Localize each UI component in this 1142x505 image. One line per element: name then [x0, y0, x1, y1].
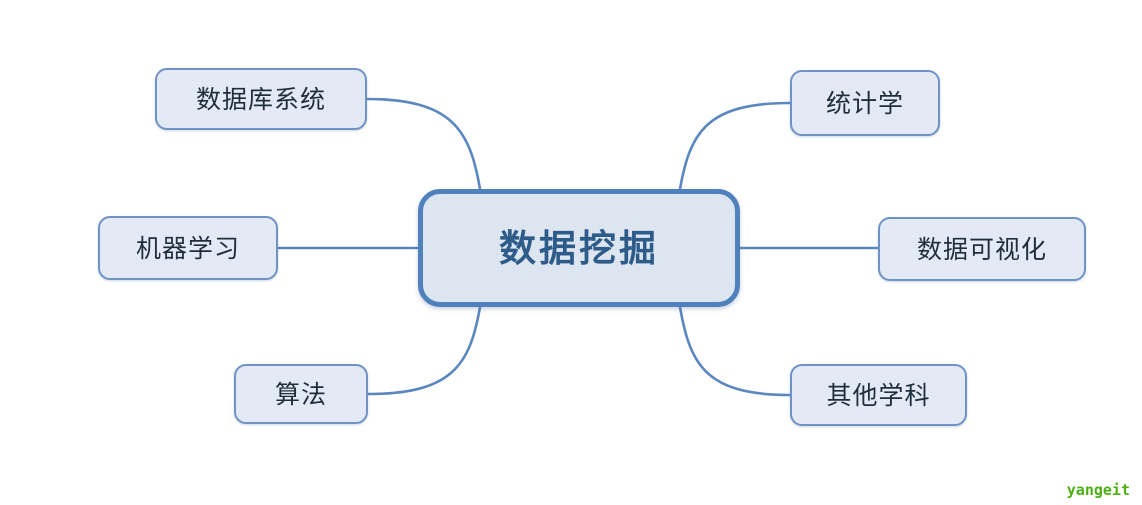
branch-node-stats-label: 统计学	[825, 88, 904, 118]
branch-node-database[interactable]: 数据库系统	[155, 68, 367, 130]
center-node[interactable]: 数据挖掘	[418, 189, 740, 307]
branch-node-ml[interactable]: 机器学习	[98, 216, 278, 280]
branch-node-algorithm-label: 算法	[274, 379, 327, 409]
branch-node-other[interactable]: 其他学科	[790, 364, 967, 426]
branch-node-other-label: 其他学科	[826, 380, 931, 410]
branch-node-database-label: 数据库系统	[195, 84, 326, 114]
connector-other	[678, 305, 792, 397]
watermark: yangeit	[1066, 481, 1130, 499]
connector-database	[365, 97, 482, 191]
branch-node-stats[interactable]: 统计学	[790, 70, 940, 136]
connector-stats	[678, 101, 792, 191]
connector-algorithm	[366, 305, 482, 396]
branch-node-visual[interactable]: 数据可视化	[878, 217, 1086, 281]
branch-node-ml-label: 机器学习	[135, 233, 240, 263]
branch-node-visual-label: 数据可视化	[916, 234, 1047, 264]
branch-node-algorithm[interactable]: 算法	[234, 364, 368, 424]
center-node-label: 数据挖掘	[499, 226, 659, 270]
